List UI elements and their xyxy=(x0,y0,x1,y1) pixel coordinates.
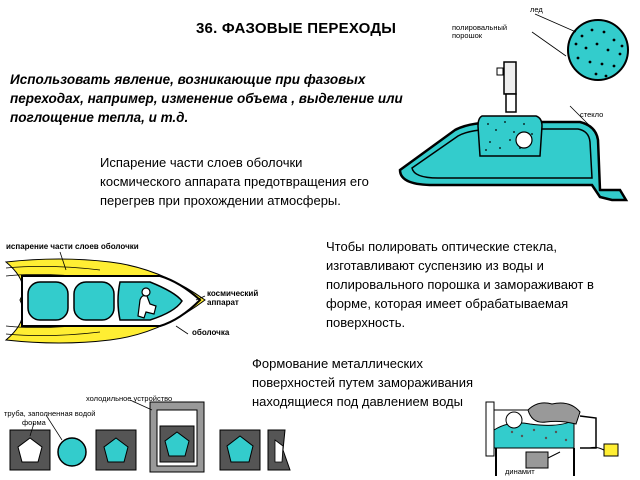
cooler-device xyxy=(149,401,205,473)
polishing-paragraph: Чтобы полировать оптические стекла, изго… xyxy=(326,239,594,330)
label-powder: полировальный порошок xyxy=(452,23,508,40)
label-mold: форма xyxy=(22,418,46,427)
water-tube xyxy=(57,437,87,467)
label-glass: стекло xyxy=(580,110,604,119)
holder-handle xyxy=(503,61,517,95)
spacecraft-body xyxy=(21,275,202,327)
label-evaporation: испарение части слоев оболочки xyxy=(6,242,139,251)
page-title: 36. ФАЗОВЫЕ ПЕРЕХОДЫ xyxy=(196,20,397,37)
compartment xyxy=(73,281,115,321)
ice-magnified xyxy=(567,19,629,81)
mold-block xyxy=(9,429,51,471)
forming-paragraph: Формование металлических поверхностей пу… xyxy=(252,356,474,409)
glass-pane xyxy=(398,120,629,202)
evaporation-flame xyxy=(4,258,206,344)
label-cooler: холодильное устройство xyxy=(86,394,173,403)
mold-block xyxy=(95,429,137,471)
ice-block xyxy=(477,115,543,157)
mold-split xyxy=(267,429,291,471)
compartment xyxy=(117,281,183,321)
bed-scene xyxy=(485,401,619,476)
compartment xyxy=(27,281,69,321)
label-dynamite: динамит xyxy=(505,467,535,476)
label-shell: оболочка xyxy=(192,328,230,337)
label-ice: лед xyxy=(530,5,543,14)
mold-block xyxy=(219,429,261,471)
astronaut xyxy=(137,294,157,319)
label-tube: труба, заполненная водой xyxy=(4,409,96,418)
spacecraft-paragraph: Испарение части слоев оболочки космическ… xyxy=(100,155,369,208)
intro-text: Использовать явление, возникающие при фа… xyxy=(10,72,403,125)
label-spacecraft: космический аппарат xyxy=(207,289,259,307)
